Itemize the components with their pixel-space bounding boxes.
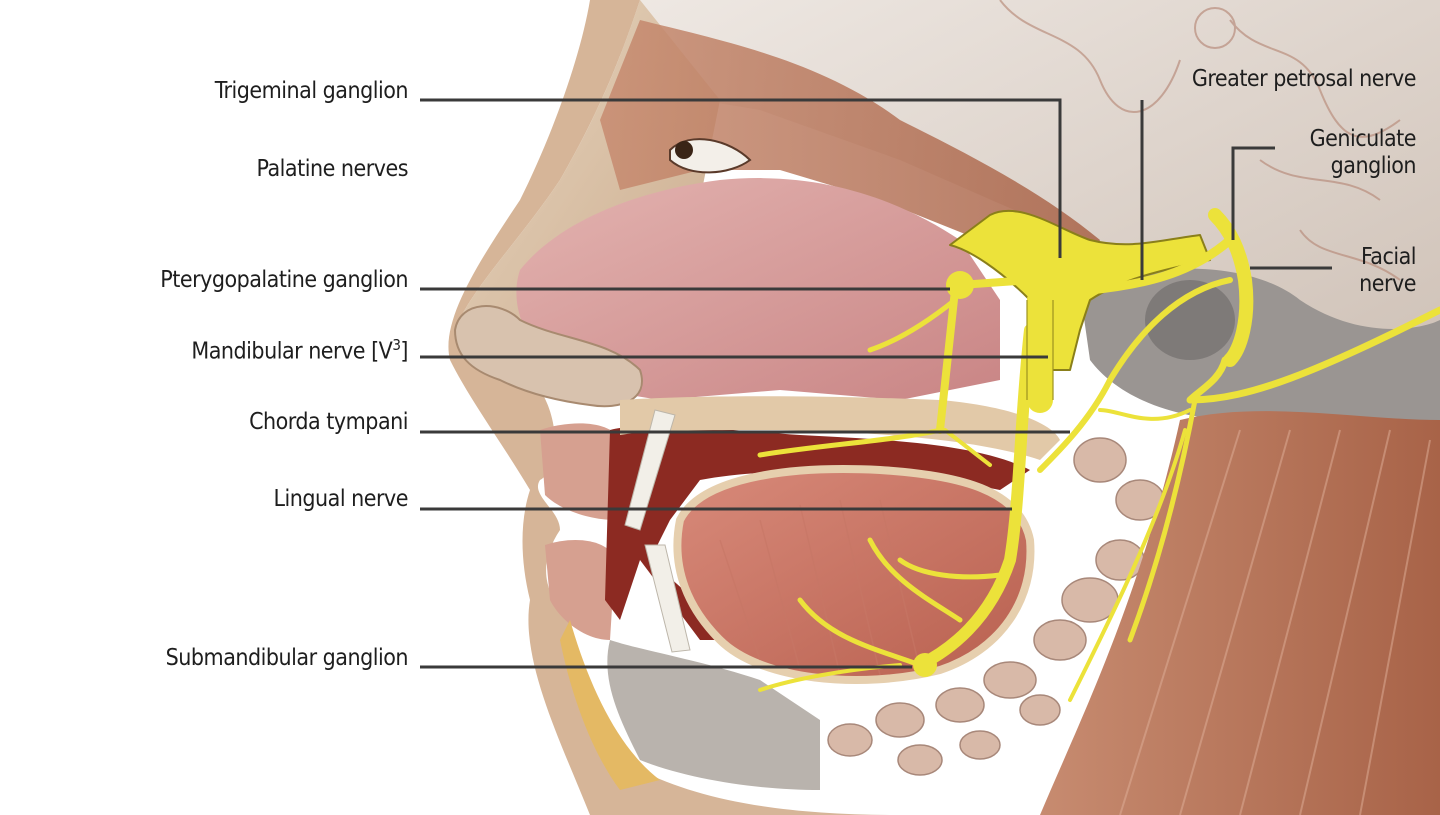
chin <box>607 640 820 790</box>
chorda-tympani <box>1037 277 1233 473</box>
leader-lines <box>420 98 1332 669</box>
facial-nerve <box>1208 208 1254 367</box>
greater-petrosal-nerve <box>1085 235 1235 295</box>
label-submandibular-ganglion: Submandibular ganglion <box>165 645 409 671</box>
label-geniculate-line2: ganglion <box>1330 153 1417 179</box>
label-geniculate-line1: Geniculate <box>1309 126 1417 152</box>
palatine-nerves <box>936 286 959 434</box>
lingual-nerve <box>914 324 1036 671</box>
label-greater-petrosal-nerve: Greater petrosal nerve <box>1191 66 1417 92</box>
vessels <box>999 0 1401 281</box>
upper-incisor <box>624 409 676 531</box>
label-trigeminal-ganglion: Trigeminal ganglion <box>214 78 409 104</box>
submandibular-ganglion <box>913 653 937 677</box>
upper-lip <box>540 423 620 520</box>
tongue-fibers <box>719 499 921 676</box>
label-palatine-nerves: Palatine nerves <box>256 156 409 182</box>
mandibular-suffix: ] <box>400 338 408 365</box>
tongue <box>673 465 1035 684</box>
mandibular-text: Mandibular nerve [V <box>191 338 393 365</box>
lower-lip <box>545 540 615 640</box>
leader-trigeminal <box>420 98 1062 258</box>
label-facial-line2: nerve <box>1359 271 1416 297</box>
label-pterygopalatine-ganglion: Pterygopalatine ganglion <box>160 267 408 293</box>
muscle-fibers <box>1119 429 1431 815</box>
lower-incisor <box>644 544 691 653</box>
label-chorda-tympani: Chorda tympani <box>249 409 408 435</box>
leader-geniculate <box>1231 146 1275 240</box>
neck-muscles <box>1040 411 1440 815</box>
eye <box>669 138 752 174</box>
label-lingual-nerve: Lingual nerve <box>273 486 409 512</box>
mandibular-sup: 3 <box>392 336 401 354</box>
palate <box>620 396 1060 460</box>
label-mandibular-nerve: Mandibular nerve [V3] <box>60 336 408 365</box>
nerves <box>757 208 1440 702</box>
orbital-muscle <box>600 20 1100 290</box>
label-facial-line1: Facial <box>1360 244 1417 270</box>
